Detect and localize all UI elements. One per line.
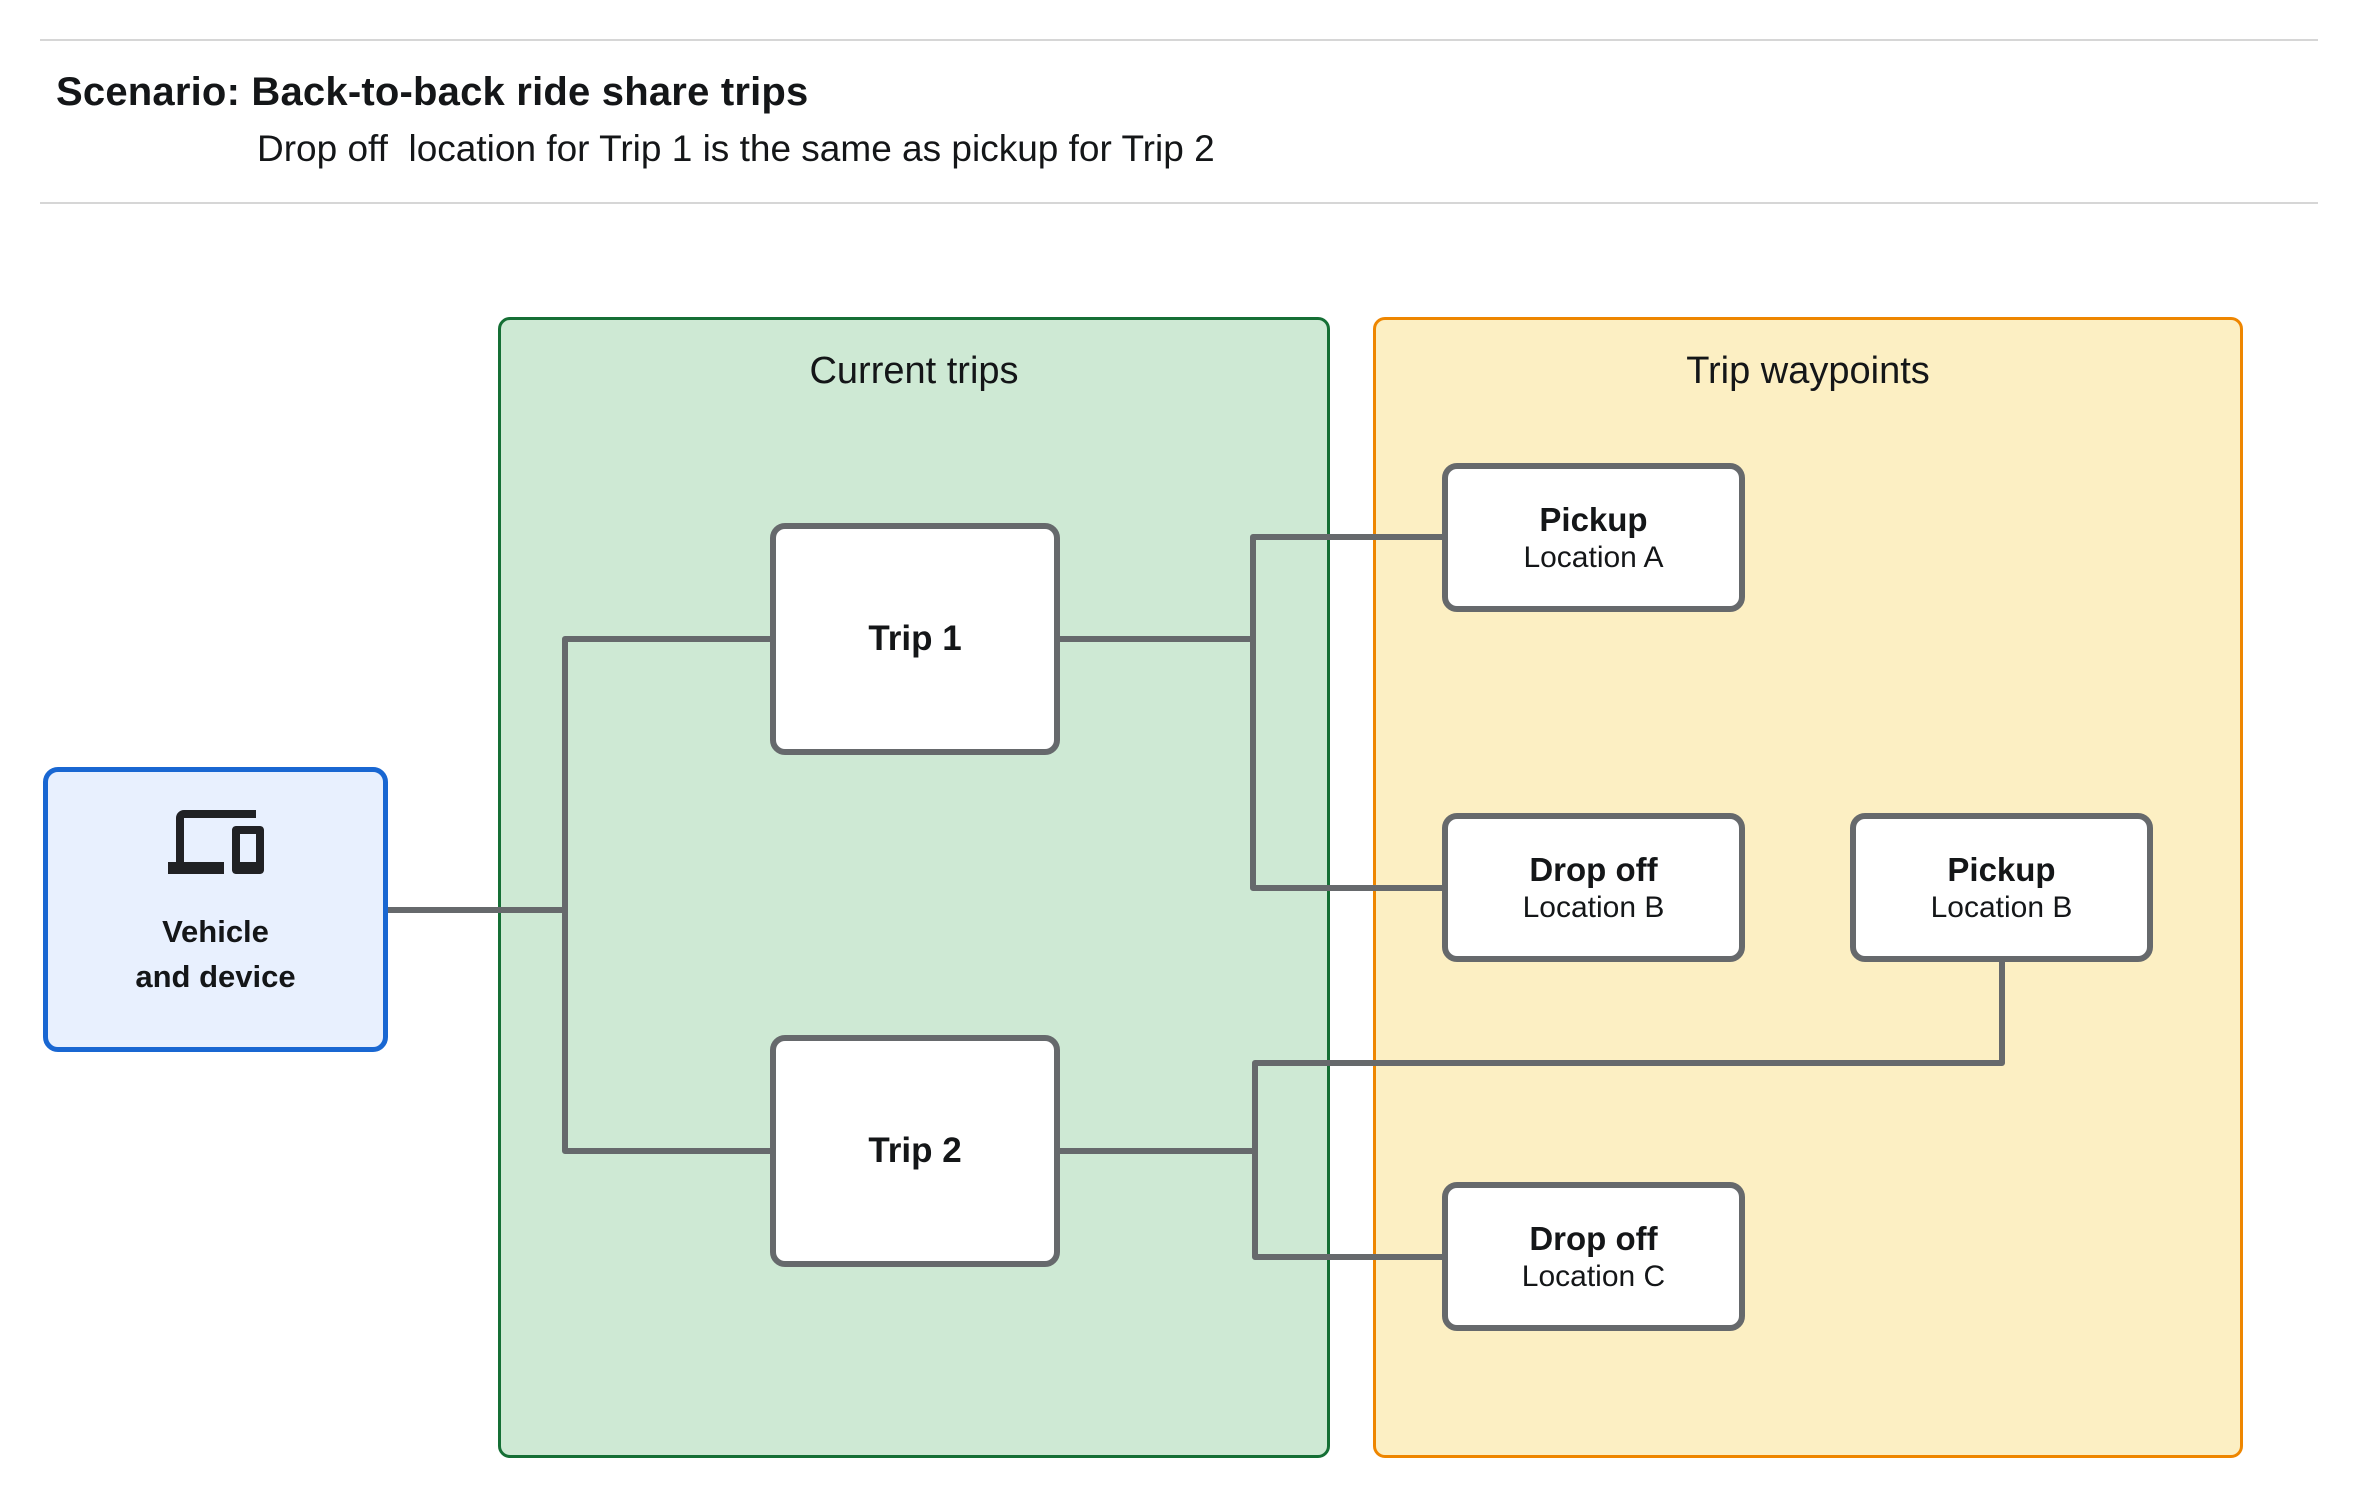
waypoint-dropoff-location-b: Drop off Location B [1442,813,1745,962]
waypoint-location-label: Location B [1522,890,1665,924]
trip-2-node: Trip 2 [770,1035,1060,1267]
waypoint-type-label: Drop off [1529,850,1658,888]
waypoint-type-label: Pickup [1539,500,1648,538]
vehicle-device-node: Vehicle and device [43,767,388,1052]
current-trips-panel: Current trips [498,317,1330,1458]
current-trips-panel-title: Current trips [809,350,1019,392]
waypoint-pickup-location-b: Pickup Location B [1850,813,2153,962]
waypoint-type-label: Pickup [1947,850,2056,888]
page-title: Scenario: Back-to-back ride share trips [56,70,809,114]
header-top-divider [40,39,2318,41]
waypoint-location-label: Location A [1523,540,1664,574]
trip-1-label: Trip 1 [868,619,962,658]
devices-icon [167,810,264,875]
vehicle-label-line2: and device [135,958,296,994]
waypoint-location-label: Location B [1930,890,2073,924]
vehicle-label-line1: Vehicle [162,914,269,950]
waypoint-dropoff-location-c: Drop off Location C [1442,1182,1745,1331]
trip-2-label: Trip 2 [868,1131,962,1170]
waypoint-type-label: Drop off [1529,1219,1658,1257]
page-subtitle: Drop off location for Trip 1 is the same… [257,128,1215,169]
waypoint-pickup-location-a: Pickup Location A [1442,463,1745,612]
header-bottom-divider [40,202,2318,204]
trip-waypoints-panel-title: Trip waypoints [1686,350,1930,392]
vehicle-device-label: Vehicle and device [135,910,295,998]
waypoint-location-label: Location C [1521,1259,1666,1293]
trip-1-node: Trip 1 [770,523,1060,755]
